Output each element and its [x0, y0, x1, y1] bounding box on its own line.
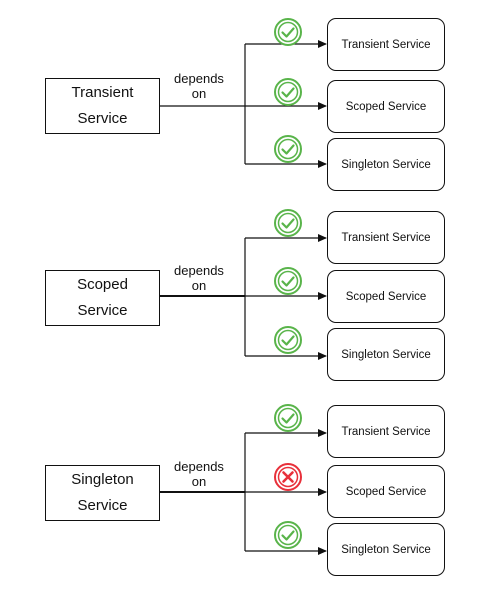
depends-text: depends [174, 459, 224, 474]
check-circle-icon [273, 134, 303, 164]
target-box-singleton-service: Singleton Service [327, 328, 445, 381]
depends-text: depends [174, 71, 224, 86]
source-label-line1: Singleton [71, 471, 134, 488]
check-circle-icon [273, 520, 303, 550]
check-circle-icon [273, 266, 303, 296]
target-label: Scoped Service [345, 100, 427, 113]
depends-on-label: depends on [167, 263, 231, 293]
source-box-singleton: Singleton Service [45, 465, 160, 521]
check-circle-icon [273, 77, 303, 107]
target-box-scoped-service: Scoped Service [327, 465, 445, 518]
target-box-transient-service: Transient Service [327, 18, 445, 71]
source-label-line2: Service [77, 110, 128, 127]
target-label: Singleton Service [341, 348, 431, 361]
target-label: Scoped Service [345, 290, 427, 303]
target-label: Transient Service [341, 425, 431, 438]
target-box-transient-service: Transient Service [327, 405, 445, 458]
source-label-line2: Service [77, 497, 128, 514]
target-label: Singleton Service [341, 543, 431, 556]
on-text: on [191, 474, 207, 489]
source-box-transient: Transient Service [45, 78, 160, 134]
depends-on-label: depends on [167, 71, 231, 101]
target-label: Transient Service [341, 38, 431, 51]
check-circle-icon [273, 403, 303, 433]
on-text: on [191, 86, 207, 101]
target-box-singleton-service: Singleton Service [327, 138, 445, 191]
source-box-scoped: Scoped Service [45, 270, 160, 326]
x-circle-icon [273, 462, 303, 492]
source-label-line1: Transient [71, 84, 134, 101]
source-label-line1: Scoped [77, 276, 128, 293]
target-label: Scoped Service [345, 485, 427, 498]
check-circle-icon [273, 208, 303, 238]
on-text: on [191, 278, 207, 293]
target-box-transient-service: Transient Service [327, 211, 445, 264]
source-label-line2: Service [77, 302, 128, 319]
depends-text: depends [174, 263, 224, 278]
check-circle-icon [273, 325, 303, 355]
target-box-singleton-service: Singleton Service [327, 523, 445, 576]
check-circle-icon [273, 17, 303, 47]
target-box-scoped-service: Scoped Service [327, 80, 445, 133]
depends-on-label: depends on [167, 459, 231, 489]
target-box-scoped-service: Scoped Service [327, 270, 445, 323]
group-3-connectors [160, 429, 327, 555]
target-label: Transient Service [341, 231, 431, 244]
target-label: Singleton Service [341, 158, 431, 171]
group-2-connectors [160, 234, 327, 360]
